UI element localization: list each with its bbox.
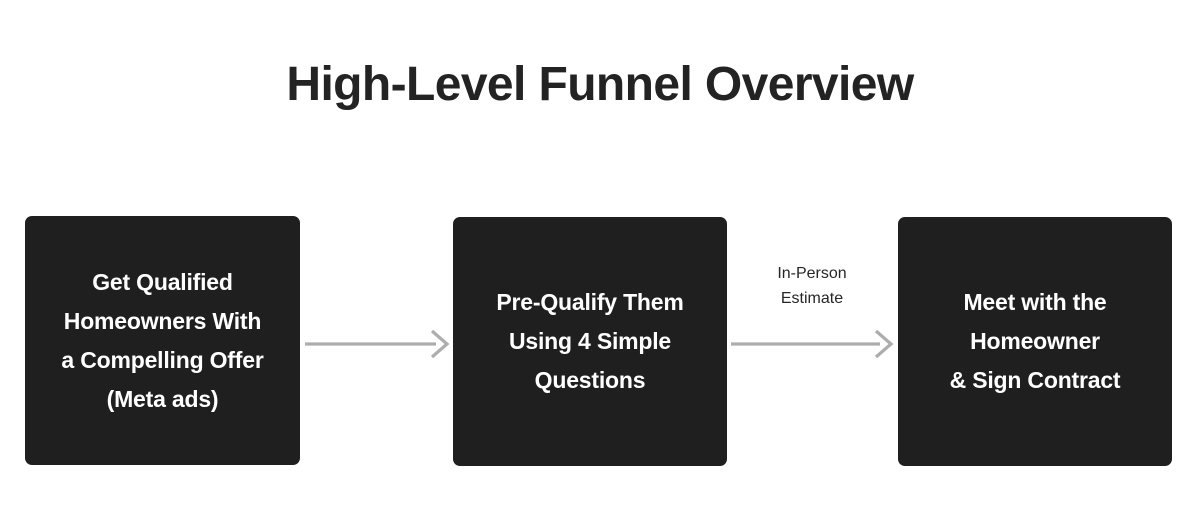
connector-arrowhead-1 — [430, 329, 450, 359]
arrow-right-icon-connector-1 — [305, 329, 450, 359]
funnel-stage-2-label: Pre-Qualify Them Using 4 Simple Question… — [496, 289, 684, 393]
funnel-stage-3-label: Meet with the Homeowner & Sign Contract — [949, 289, 1121, 393]
arrow-right-icon-connector-2 — [731, 329, 894, 359]
connector-arrowhead-2 — [874, 329, 894, 359]
funnel-stage-3[interactable]: Meet with the Homeowner & Sign Contract — [898, 217, 1172, 466]
funnel-stage-1-label: Get Qualified Homeowners With a Compelli… — [61, 268, 264, 412]
funnel-stage-1[interactable]: Get Qualified Homeowners With a Compelli… — [25, 216, 300, 465]
connector-label-in-person-estimate: In-Person Estimate — [777, 265, 847, 307]
page-title: High-Level Funnel Overview — [286, 58, 914, 111]
funnel-stage-2[interactable]: Pre-Qualify Them Using 4 Simple Question… — [453, 217, 727, 466]
